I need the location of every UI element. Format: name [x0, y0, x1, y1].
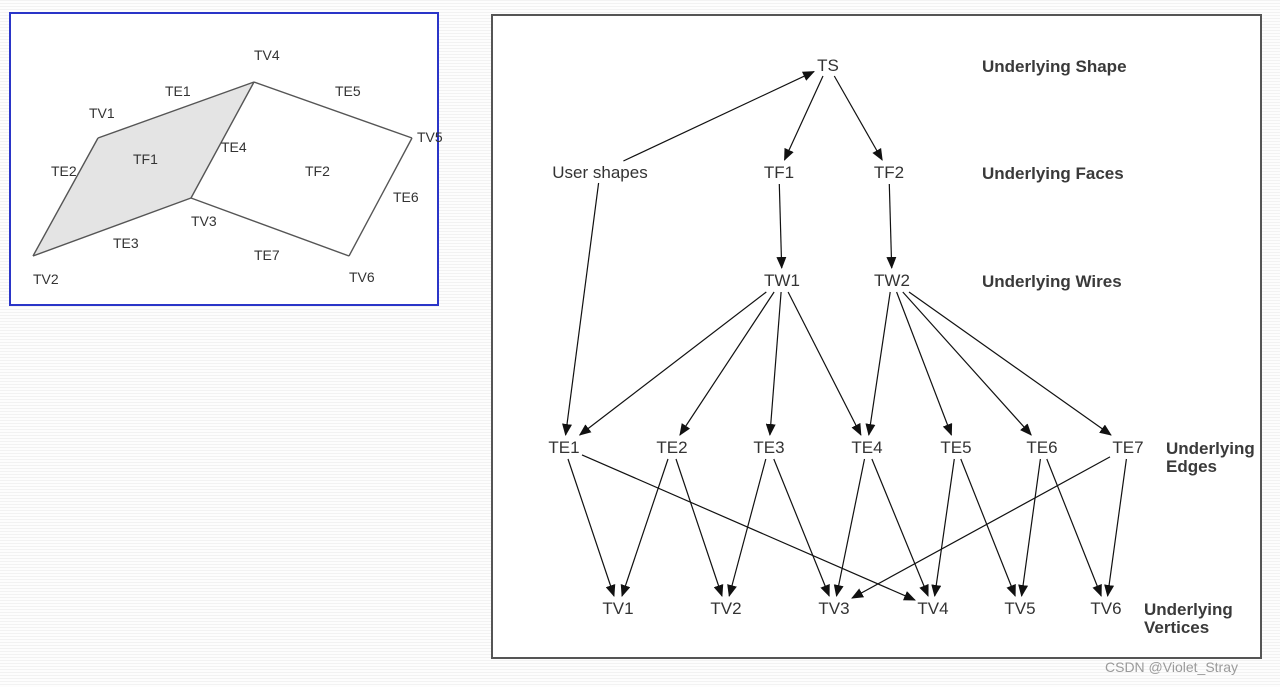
arrow-te2-to-tv2: [675, 458, 724, 597]
face-tf1-fill: [33, 82, 254, 256]
node-tw1: TW1: [764, 271, 800, 290]
arrow-tw2-to-te4: [865, 291, 891, 436]
vertex-tv2-label: TV2: [33, 271, 59, 287]
arrow-tw2-to-te6: [902, 291, 1032, 436]
node-te3: TE3: [753, 438, 784, 457]
arrow-te5-to-tv5: [960, 458, 1016, 597]
node-tv5: TV5: [1004, 599, 1035, 618]
edge-te1-line: [97, 81, 255, 139]
arrow-user-to-ts: [623, 71, 815, 162]
arrow-te7-to-tv6: [1104, 458, 1127, 597]
node-tv6: TV6: [1090, 599, 1121, 618]
vertex-tv4-label: TV4: [254, 47, 280, 63]
arrow-user-to-te1: [562, 182, 600, 436]
edge-te5-label: TE5: [335, 83, 361, 99]
edge-te3-label: TE3: [113, 235, 139, 251]
level-label-edges-line2: Edges: [1166, 457, 1217, 476]
watermark: CSDN @Violet_Stray: [1105, 659, 1238, 675]
arrow-te6-to-tv6: [1046, 458, 1102, 597]
arrow-tw2-to-te5: [896, 291, 953, 436]
node-tf2: TF2: [874, 163, 904, 182]
edge-te7-label: TE7: [254, 247, 280, 263]
node-tv4: TV4: [917, 599, 948, 618]
face-tf2-label: TF2: [305, 163, 330, 179]
node-user-shapes: User shapes: [552, 163, 647, 182]
vertex-tv6-label: TV6: [349, 269, 375, 285]
arrow-tf2-to-tw2: [886, 183, 897, 269]
arrow-te7-to-tv3: [851, 456, 1111, 599]
node-tv3: TV3: [818, 599, 849, 618]
node-te5: TE5: [940, 438, 971, 457]
geometry-figure: TV1 TV2 TV3 TV4 TV5 TV6 TE1 TE2 TE3 TE4 …: [32, 47, 443, 287]
arrow-te4-to-tv4: [871, 458, 929, 597]
arrow-te2-to-tv1: [620, 458, 669, 597]
edge-te6-line: [348, 137, 413, 257]
arrow-ts-to-tf1: [783, 75, 824, 161]
edge-te7-line: [190, 197, 350, 257]
level-label-faces: Underlying Faces: [982, 164, 1124, 183]
arrow-tw1-to-te2: [679, 291, 775, 436]
node-ts: TS: [817, 56, 839, 75]
node-te4: TE4: [851, 438, 882, 457]
node-te7: TE7: [1112, 438, 1143, 457]
arrow-te6-to-tv5: [1018, 458, 1041, 597]
arrow-tf1-to-tw1: [776, 183, 787, 269]
arrow-tw1-to-te1: [578, 291, 767, 436]
face-tf1-label: TF1: [133, 151, 158, 167]
level-label-vertices-line1: Underlying: [1144, 600, 1233, 619]
edge-te4-label: TE4: [221, 139, 247, 155]
node-te6: TE6: [1026, 438, 1057, 457]
vertex-tv5-label: TV5: [417, 129, 443, 145]
node-te1: TE1: [548, 438, 579, 457]
level-label-edges-line1: Underlying: [1166, 439, 1255, 458]
arrow-te4-to-tv3: [833, 458, 866, 597]
geometry-figure-panel: TV1 TV2 TV3 TV4 TV5 TV6 TE1 TE2 TE3 TE4 …: [9, 12, 443, 306]
arrow-te3-to-tv2: [727, 458, 767, 597]
arrow-te3-to-tv3: [773, 458, 830, 597]
links-layer: [562, 71, 1127, 601]
vertex-tv3-label: TV3: [191, 213, 217, 229]
node-te2: TE2: [656, 438, 687, 457]
node-tf1: TF1: [764, 163, 794, 182]
edge-te4-line: [190, 81, 255, 199]
edge-te2-label: TE2: [51, 163, 77, 179]
arrow-tw1-to-te4: [787, 291, 862, 436]
node-tv2: TV2: [710, 599, 741, 618]
edge-te5-line: [253, 81, 413, 139]
arrow-tw1-to-te3: [765, 291, 782, 436]
arrow-tw2-to-te7: [908, 291, 1112, 436]
level-label-wires: Underlying Wires: [982, 272, 1122, 291]
arrow-te1-to-tv4: [581, 454, 916, 601]
level-label-vertices-line2: Vertices: [1144, 618, 1209, 637]
arrow-te1-to-tv1: [567, 458, 616, 597]
vertex-tv1-label: TV1: [89, 105, 115, 121]
node-tv1: TV1: [602, 599, 633, 618]
node-tw2: TW2: [874, 271, 910, 290]
edge-te2-line: [32, 137, 99, 257]
edge-te1-label: TE1: [165, 83, 191, 99]
edge-te6-label: TE6: [393, 189, 419, 205]
edge-te3-line: [32, 197, 192, 257]
topology-diagram: TS User shapes TF1 TF2 TW1 TW2 TE1 TE2 T…: [548, 56, 1255, 637]
arrow-te5-to-tv4: [931, 458, 955, 597]
arrow-ts-to-tf2: [833, 75, 883, 161]
level-label-shape: Underlying Shape: [982, 57, 1127, 76]
topology-diagram-panel: TS User shapes TF1 TF2 TW1 TW2 TE1 TE2 T…: [491, 14, 1262, 659]
geometry-edges: [32, 81, 413, 257]
